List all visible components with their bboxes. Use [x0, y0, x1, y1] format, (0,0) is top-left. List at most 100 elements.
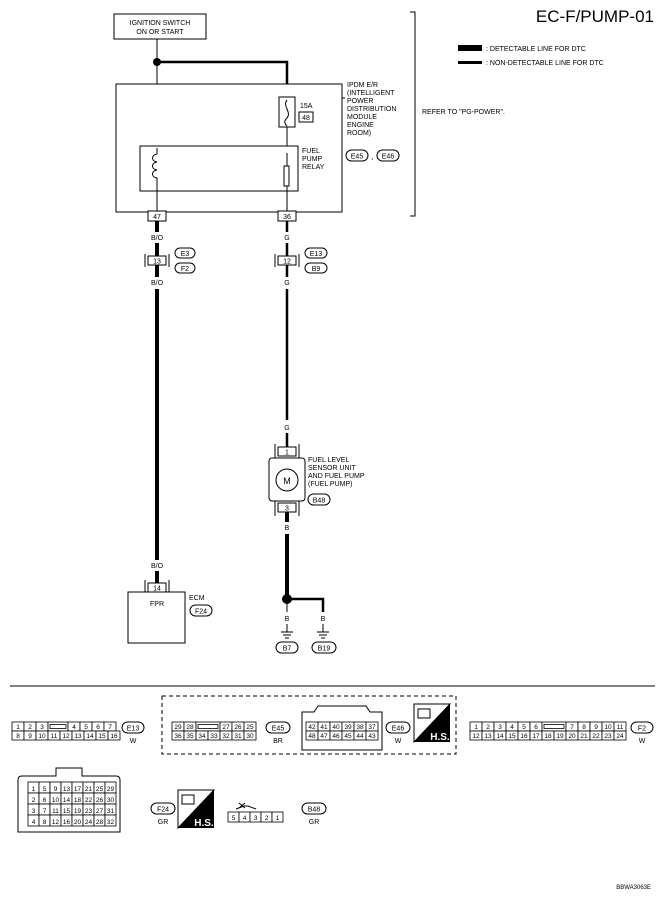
pin-number: 8	[43, 819, 47, 826]
pump-label-line: (FUEL PUMP)	[308, 481, 352, 488]
connector-ref-f2: F2	[181, 266, 189, 273]
pin-number: 12	[472, 733, 480, 740]
pin-number: 25	[96, 786, 104, 793]
pin-number: 32	[107, 819, 115, 826]
pin-number: 28	[186, 724, 194, 731]
pin-number: 23	[85, 808, 93, 815]
pin-number: 22	[85, 797, 93, 804]
non-detectable-line-swatch	[458, 61, 482, 64]
connector-view-color: W	[130, 738, 137, 745]
pin-number: 5	[232, 815, 236, 822]
pump-pin-bottom: 3	[285, 506, 289, 513]
joint-connector-e3-f2: 13 E3 F2	[144, 247, 196, 274]
pin-number: 1	[16, 724, 20, 731]
connector-view-id: F2	[638, 726, 646, 733]
pin-number: 2	[28, 724, 32, 731]
pin-number: 32	[222, 733, 230, 740]
wire-color-label: G	[284, 425, 289, 432]
pin-number: 21	[580, 733, 588, 740]
pin-number: 45	[344, 733, 352, 740]
pin-number: 16	[63, 819, 71, 826]
pin-number: 25	[246, 724, 254, 731]
ipdm-label-line: DISTRIBUTION	[347, 106, 396, 113]
pin-number: 29	[174, 724, 182, 731]
pin-number: 6	[534, 724, 538, 731]
pin-number: 35	[186, 733, 194, 740]
pin-number: 33	[210, 733, 218, 740]
pin-number: 3	[254, 815, 258, 822]
pin-number: 4	[510, 724, 514, 731]
connector-cell	[613, 730, 627, 741]
wire-color-label: B/O	[151, 563, 164, 570]
hs-badge: H.S.	[413, 703, 452, 744]
pin-number: 14	[63, 797, 71, 804]
ipdm-label-line: (INTELLIGENT	[347, 90, 395, 97]
legend-detectable: : DETECTABLE LINE FOR DTC	[486, 46, 586, 53]
pin-number: 16	[110, 733, 118, 740]
connector-view-color: W	[395, 738, 402, 745]
joint-pin: 12	[283, 259, 291, 266]
pin-number: 1	[32, 786, 36, 793]
ground-ref-b7: B7	[283, 646, 292, 653]
pin-number: 41	[320, 724, 328, 731]
ipdm-label-line: IPDM E/R	[347, 82, 378, 89]
hs-badge: H.S.	[177, 789, 216, 830]
pin-number: 20	[568, 733, 576, 740]
pump-label-line: AND FUEL PUMP	[308, 473, 365, 480]
ecm: 14 FPR ECM F24	[127, 580, 213, 644]
motor-icon	[275, 468, 299, 492]
pin-number: 9	[594, 724, 598, 731]
pin-number: 15	[98, 733, 106, 740]
connector-view-id: E13	[127, 726, 140, 733]
pin-number: 44	[356, 733, 364, 740]
fuse-rating: 15A	[300, 103, 313, 110]
pin-number: 24	[85, 819, 93, 826]
connector-view-color: BR	[273, 738, 283, 745]
pin-number: 29	[107, 786, 115, 793]
pin-number: 3	[40, 724, 44, 731]
ipdm-pin-36: 36	[277, 210, 297, 222]
pin-number: 27	[222, 724, 230, 731]
pin-number: 36	[174, 733, 182, 740]
pin-number: 3	[32, 808, 36, 815]
ipdm-connector-refs: E45 , E46	[345, 149, 400, 162]
joint-connector-e13-b9: 12 E13 B9	[274, 247, 328, 274]
connector-view-id: E45	[272, 726, 285, 733]
connector-ref-b48: B48	[313, 498, 326, 505]
hs-badge-label: H.S.	[194, 818, 214, 829]
pin-number: 14	[496, 733, 504, 740]
pump-pin-top: 1	[285, 450, 289, 457]
ipdm-label-line: ENGINE	[347, 122, 374, 129]
pin-number: 4	[72, 724, 76, 731]
ignition-switch: IGNITION SWITCH ON OR START	[113, 13, 207, 40]
connector-cell	[107, 730, 121, 741]
pin-number: 19	[74, 808, 82, 815]
ecm-pin: 14	[153, 586, 161, 593]
pin-number: 6	[96, 724, 100, 731]
pin-number: 36	[283, 214, 291, 221]
pin-number: 20	[74, 819, 82, 826]
pin-number: 21	[85, 786, 93, 793]
pin-number: 1	[276, 815, 280, 822]
connector-ref-e45: E45	[351, 154, 364, 161]
fuse: 15A 48	[278, 96, 314, 128]
pin-number: 2	[32, 797, 36, 804]
fuse-number: 48	[302, 115, 310, 122]
pin-number: 9	[54, 786, 58, 793]
pin-number: 10	[52, 797, 60, 804]
pin-number: 22	[592, 733, 600, 740]
hand-icon	[181, 794, 195, 805]
pin-number: 43	[368, 733, 376, 740]
pump-label-line: FUEL LEVEL	[308, 457, 349, 464]
connector-blank-mark	[543, 724, 565, 729]
pin-number: 17	[532, 733, 540, 740]
pin-number: 28	[96, 819, 104, 826]
pin-number: 9	[28, 733, 32, 740]
connector-ref-b9: B9	[312, 266, 321, 273]
ignition-label-line1: IGNITION SWITCH	[130, 20, 191, 27]
connector-blank-mark	[197, 724, 219, 729]
